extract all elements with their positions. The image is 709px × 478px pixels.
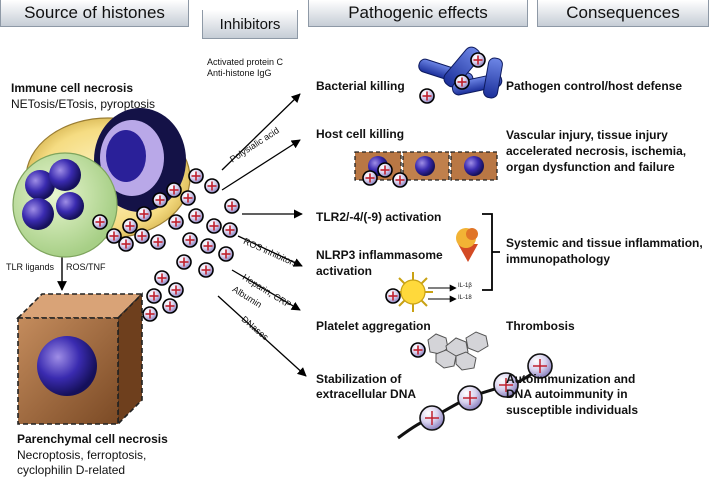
effect-bacterial-killing: Bacterial killing xyxy=(316,79,405,93)
inflammasome-icon xyxy=(385,272,457,312)
consequence-systemic-line1: Systemic and tissue inflammation, xyxy=(506,236,703,250)
effect-stabilization-line2: extracellular DNA xyxy=(316,387,417,401)
header-consequences: Consequences xyxy=(537,0,709,27)
consequence-autoimmune-line1: Autoimmunization and xyxy=(506,372,636,386)
platelets-art xyxy=(410,331,489,371)
header-inhibitors: Inhibitors xyxy=(202,10,298,39)
immune-cell-necrosis-subtitle: NETosis/ETosis, pyroptosis xyxy=(11,97,156,111)
inhibitor-anti-histone-igg: Anti-histone IgG xyxy=(207,68,272,78)
effect-stabilization-line1: Stabilization of xyxy=(316,372,402,386)
header-pathogenic-effects: Pathogenic effects xyxy=(308,0,528,27)
immune-cell-necrosis-art xyxy=(12,108,191,258)
immune-cell-necrosis-title: Immune cell necrosis xyxy=(11,81,134,95)
effect-host-cell-killing: Host cell killing xyxy=(316,127,405,141)
parenchymal-cell-necrosis-title: Parenchymal cell necrosis xyxy=(17,432,168,446)
consequence-vascular-line1: Vascular injury, tissue injury xyxy=(506,128,668,142)
consequence-autoimmune-line3: susceptible individuals xyxy=(506,403,639,417)
parenchymal-cell-cube xyxy=(16,292,144,426)
bacteria-art xyxy=(418,46,503,104)
consequence-thrombosis: Thrombosis xyxy=(506,319,575,333)
ros-tnf-label: ROS/TNF xyxy=(66,262,106,272)
header-source-of-histones: Source of histones xyxy=(0,0,189,27)
effect-platelet-aggregation: Platelet aggregation xyxy=(316,319,431,333)
tlr-ligands-label: TLR ligands xyxy=(6,262,55,272)
consequence-vascular-line2: accelerated necrosis, ischemia, xyxy=(506,144,687,158)
parenchymal-subtitle-line2: cyclophilin D-related xyxy=(17,463,126,477)
il1b-label: IL-1β xyxy=(458,283,472,289)
consequence-pathogen-control: Pathogen control/host defense xyxy=(506,79,683,93)
effect-tlr-activation: TLR2/-4/(-9) activation xyxy=(316,210,442,224)
il18-label: IL-18 xyxy=(458,295,472,301)
parenchymal-subtitle-line1: Necroptosis, ferroptosis, xyxy=(17,448,147,462)
dna-strand-art xyxy=(397,353,553,440)
effect-nlrp3-line2: activation xyxy=(316,264,373,278)
host-cells-art xyxy=(354,151,498,188)
tlr-receptor-icon xyxy=(456,228,478,262)
consequence-vascular-line3: organ dysfunction and failure xyxy=(506,160,675,174)
effect-nlrp3-line1: NLRP3 inflammasome xyxy=(316,248,443,262)
consequence-systemic-line2: immunopathology xyxy=(506,252,610,266)
inhibitor-activated-protein-c: Activated protein C xyxy=(207,57,284,67)
consequence-autoimmune-line2: DNA autoimmunity in xyxy=(506,387,628,401)
